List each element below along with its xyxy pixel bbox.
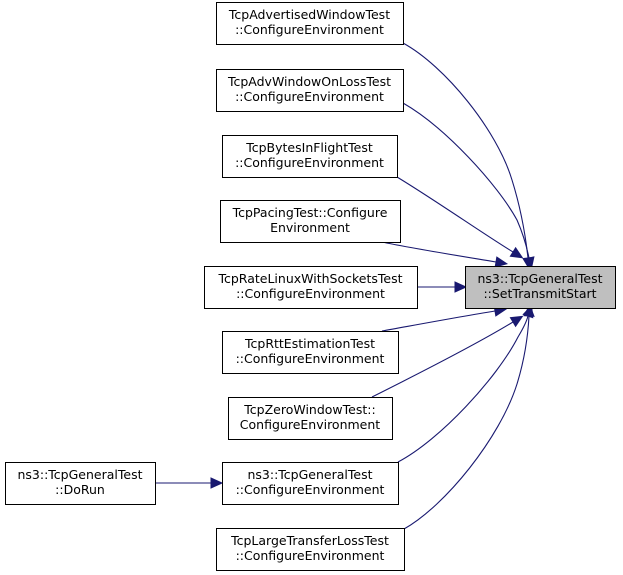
node-label-line: TcpRateLinuxWithSocketsTest <box>217 271 402 286</box>
arrowhead <box>509 315 524 328</box>
node-box <box>204 266 418 309</box>
node-box <box>5 462 156 505</box>
node-general-config[interactable]: ns3::TcpGeneralTest::ConfigureEnvironmen… <box>222 462 399 505</box>
edge-bytes-flight-to-target <box>396 176 524 259</box>
arrowhead <box>523 303 535 317</box>
node-do-run[interactable]: ns3::TcpGeneralTest::DoRun <box>5 462 156 505</box>
node-label-line: ::ConfigureEnvironment <box>236 548 385 563</box>
node-adv-window[interactable]: TcpAdvertisedWindowTest::ConfigureEnviro… <box>216 2 404 45</box>
edge-line <box>397 315 529 463</box>
node-box <box>216 2 404 45</box>
edge-rate-linux-to-target <box>417 281 468 293</box>
node-box <box>216 528 405 571</box>
node-label-line: ::SetTransmitStart <box>483 286 596 301</box>
arrowhead <box>523 256 535 270</box>
node-box <box>216 69 404 112</box>
node-large-transfer[interactable]: TcpLargeTransferLossTest::ConfigureEnvir… <box>216 528 405 571</box>
edge-do-run-to-general-config <box>155 477 224 489</box>
nodes-layer: ns3::TcpGeneralTest::SetTransmitStartTcp… <box>5 2 616 571</box>
node-label-line: TcpLargeTransferLossTest <box>230 533 389 548</box>
node-label-line: TcpAdvertisedWindowTest <box>228 7 390 22</box>
edge-line <box>396 176 514 253</box>
edge-adv-loss-to-target <box>402 102 535 270</box>
node-box <box>222 331 399 374</box>
arrowhead <box>454 281 468 293</box>
arrowhead <box>494 256 509 268</box>
node-pacing[interactable]: TcpPacingTest::ConfigureEnvironment <box>220 200 401 243</box>
node-box <box>220 200 401 243</box>
edge-pacing-to-target <box>381 241 509 268</box>
node-label-line: ::ConfigureEnvironment <box>236 351 385 366</box>
node-label-line: Environment <box>270 220 350 235</box>
node-target[interactable]: ns3::TcpGeneralTest::SetTransmitStart <box>465 266 616 309</box>
edge-line <box>403 315 530 530</box>
edge-line <box>381 241 497 263</box>
node-box <box>222 135 398 178</box>
node-label-line: TcpZeroWindowTest:: <box>243 402 375 417</box>
node-box <box>465 266 616 309</box>
edge-rtt-est-to-target <box>381 305 508 332</box>
node-rtt-est[interactable]: TcpRttEstimationTest::ConfigureEnvironme… <box>222 331 399 374</box>
node-rate-linux[interactable]: TcpRateLinuxWithSocketsTest::ConfigureEn… <box>204 266 418 309</box>
node-box <box>222 462 399 505</box>
node-label-line: ::DoRun <box>55 482 105 497</box>
node-zero-window[interactable]: TcpZeroWindowTest::ConfigureEnvironment <box>228 397 393 440</box>
edge-general-config-to-target <box>397 304 534 463</box>
arrowhead <box>210 477 224 489</box>
node-bytes-flight[interactable]: TcpBytesInFlightTest::ConfigureEnvironme… <box>222 135 398 178</box>
node-label-line: ::ConfigureEnvironment <box>236 286 385 301</box>
node-label-line: TcpPacingTest::Configure <box>232 205 388 220</box>
edge-line <box>402 102 530 259</box>
node-label-line: ConfigureEnvironment <box>240 417 380 432</box>
arrowhead <box>509 246 524 259</box>
node-label-line: ns3::TcpGeneralTest <box>17 467 142 482</box>
node-label-line: TcpBytesInFlightTest <box>245 140 373 155</box>
edge-line <box>402 42 529 259</box>
node-label-line: ::ConfigureEnvironment <box>235 22 384 37</box>
edge-large-transfer-to-target <box>403 303 535 530</box>
node-label-line: ns3::TcpGeneralTest <box>477 271 602 286</box>
edge-line <box>371 321 514 398</box>
node-adv-loss[interactable]: TcpAdvWindowOnLossTest::ConfigureEnviron… <box>216 69 404 112</box>
node-label-line: TcpRttEstimationTest <box>244 336 375 351</box>
node-label-line: TcpAdvWindowOnLossTest <box>227 74 391 89</box>
edge-zero-window-to-target <box>371 315 524 398</box>
edge-line <box>381 310 496 332</box>
node-box <box>228 397 393 440</box>
node-label-line: ::ConfigureEnvironment <box>235 89 384 104</box>
node-label-line: ns3::TcpGeneralTest <box>247 467 372 482</box>
node-label-line: ::ConfigureEnvironment <box>236 482 385 497</box>
node-label-line: ::ConfigureEnvironment <box>235 155 384 170</box>
